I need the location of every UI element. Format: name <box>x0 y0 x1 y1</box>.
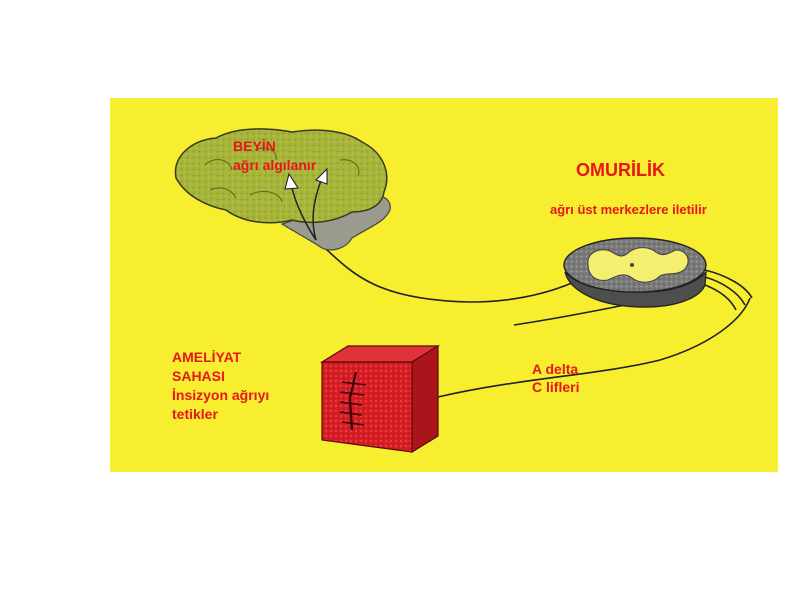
surgery-site-line-1: AMELİYAT <box>172 349 242 365</box>
incision-stitches <box>339 381 367 426</box>
spinal-cord-label-subtitle: ağrı üst merkezlere iletilir <box>550 202 707 217</box>
fibers-label: A delta C lifleri <box>532 360 579 396</box>
brain-cerebrum <box>174 128 388 224</box>
spinal-cord-label-title: OMURİLİK <box>576 160 665 180</box>
tissue-block-illustration <box>319 344 441 454</box>
brain-label-subtitle: ağrı algılanır <box>233 157 317 173</box>
spinal-cord-illustration <box>563 237 707 308</box>
brain-illustration <box>174 128 391 251</box>
brain-folds <box>204 147 360 203</box>
fiber-cord-tail-2 <box>704 276 746 306</box>
arrow-shaft-right <box>312 177 323 241</box>
brain-label-title: BEYİN <box>233 138 276 154</box>
fibers-line-2: C lifleri <box>532 379 580 395</box>
fiber-cord-tail-1 <box>704 269 753 299</box>
surgery-site-line-3: İnsizyon ağrıyı <box>172 387 270 403</box>
surgery-site-line-4: tetikler <box>172 406 218 422</box>
fiber-cord-tail-3 <box>704 284 737 311</box>
fibers-line-1: A delta <box>532 361 579 377</box>
arrow-shaft-left <box>291 187 317 241</box>
nerve-fibers <box>315 239 753 398</box>
tissue-block-front <box>321 361 413 453</box>
arrow-head-right <box>315 167 328 185</box>
fiber-to-tissue <box>437 297 751 398</box>
tissue-block-side <box>411 344 439 454</box>
spinal-cord-central-canal <box>630 263 634 267</box>
spinal-cord-grey-matter <box>587 247 689 283</box>
fiber-cord-lower <box>513 304 626 326</box>
arrow-head-left <box>284 172 299 190</box>
surgery-site-line-2: SAHASI <box>172 368 225 384</box>
incision-line <box>348 371 358 431</box>
fiber-brain-to-cord <box>315 239 573 303</box>
surgery-site-label: AMELİYAT SAHASI İnsizyon ağrıyı tetikler <box>172 348 269 424</box>
brain-label: BEYİN ağrı algılanır <box>233 137 316 175</box>
